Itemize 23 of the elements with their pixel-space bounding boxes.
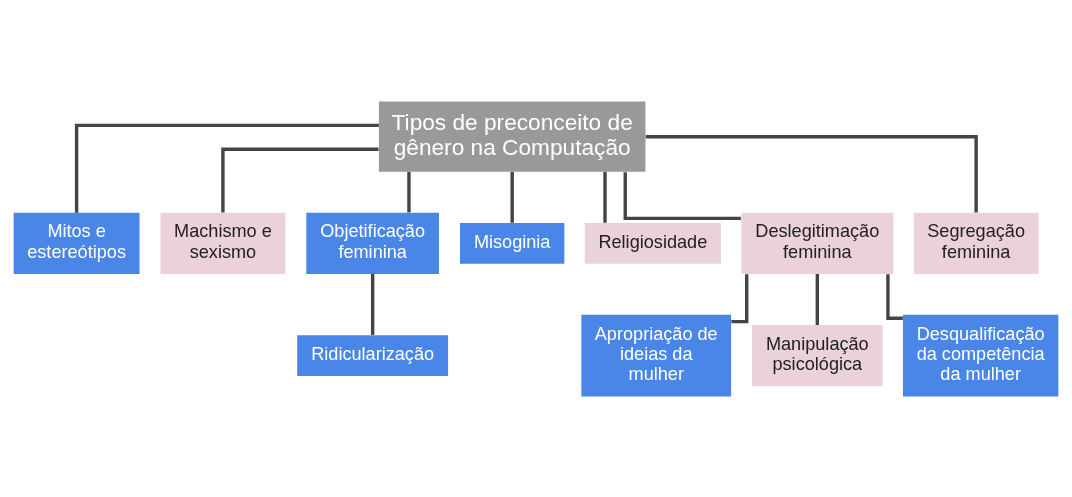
node-box: Tipos de preconceito de gênero na Computação: [378, 101, 646, 172]
node-box: Apropriação de ideias da mulher: [581, 314, 732, 396]
connector: [731, 273, 749, 323]
node-box: Desqualificação da competência da mulher: [902, 314, 1059, 396]
node-box: Religiosidade: [584, 222, 721, 264]
node-box: Mitos e estereótipos: [13, 212, 140, 274]
connector: [407, 171, 411, 212]
connector: [74, 123, 379, 213]
connector: [815, 273, 819, 325]
node-box: Objetificação feminina: [306, 212, 439, 274]
node-box: Segregação feminina: [913, 212, 1039, 274]
connector: [623, 171, 741, 220]
node-box: Deslegitimação feminina: [741, 212, 894, 274]
node-box: Machismo e sexismo: [160, 212, 286, 274]
node-box: Ridicularização: [297, 334, 449, 376]
connector: [603, 171, 607, 223]
connector: [370, 273, 375, 335]
connector: [886, 273, 903, 320]
node-box: Manipulação psicológica: [752, 324, 883, 386]
node-box: Misoginia: [460, 222, 565, 264]
connector: [221, 147, 379, 212]
connector: [645, 134, 978, 212]
connector: [510, 171, 514, 223]
